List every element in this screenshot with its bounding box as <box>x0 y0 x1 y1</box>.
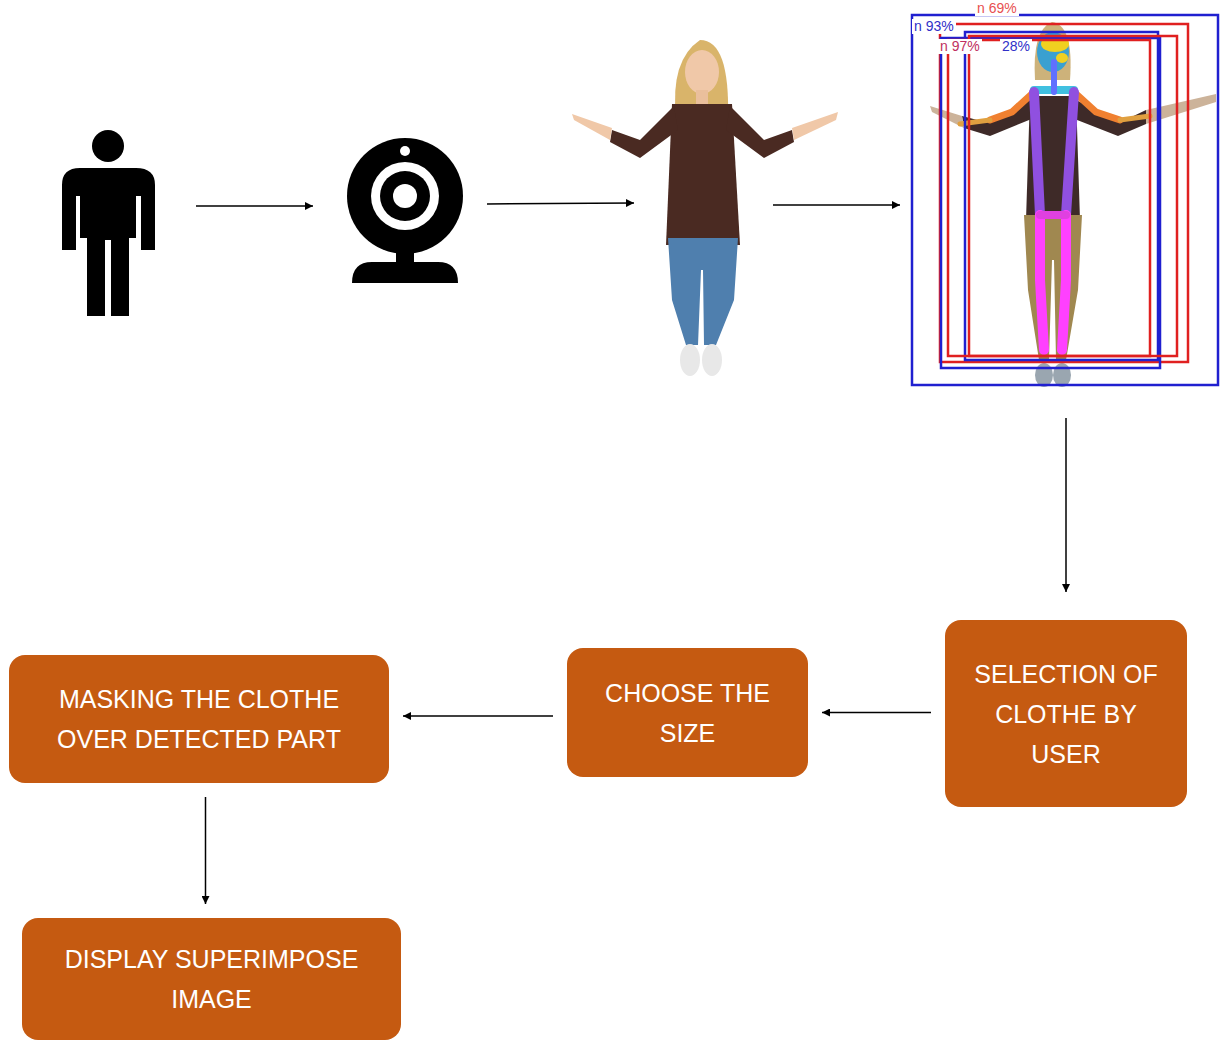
flow-arrow <box>205 797 207 904</box>
box-label: MASKING THE CLOTHE OVER DETECTED PART <box>29 679 369 759</box>
process-box: SELECTION OF CLOTHE BY USER <box>945 620 1187 807</box>
detection-score: n 97% <box>938 39 982 54</box>
flow-arrow <box>822 712 931 714</box>
detection-score: 28% <box>1000 39 1032 54</box>
webcam-icon <box>347 138 463 283</box>
detection-photo <box>912 15 1218 387</box>
box-label: CHOOSE THE SIZE <box>587 673 788 753</box>
box-label: SELECTION OF CLOTHE BY USER <box>965 654 1167 774</box>
box-label: DISPLAY SUPERIMPOSE IMAGE <box>42 939 381 1019</box>
flow-arrow <box>403 715 553 717</box>
woman-photo <box>572 40 838 376</box>
process-box: MASKING THE CLOTHE OVER DETECTED PART <box>9 655 389 783</box>
detection-score: n 93% <box>912 19 956 34</box>
flow-arrow <box>196 203 1066 592</box>
detection-score: n 69% <box>975 1 1019 16</box>
process-box: CHOOSE THE SIZE <box>567 648 808 777</box>
person-icon <box>62 130 155 316</box>
process-box: DISPLAY SUPERIMPOSE IMAGE <box>22 918 401 1040</box>
